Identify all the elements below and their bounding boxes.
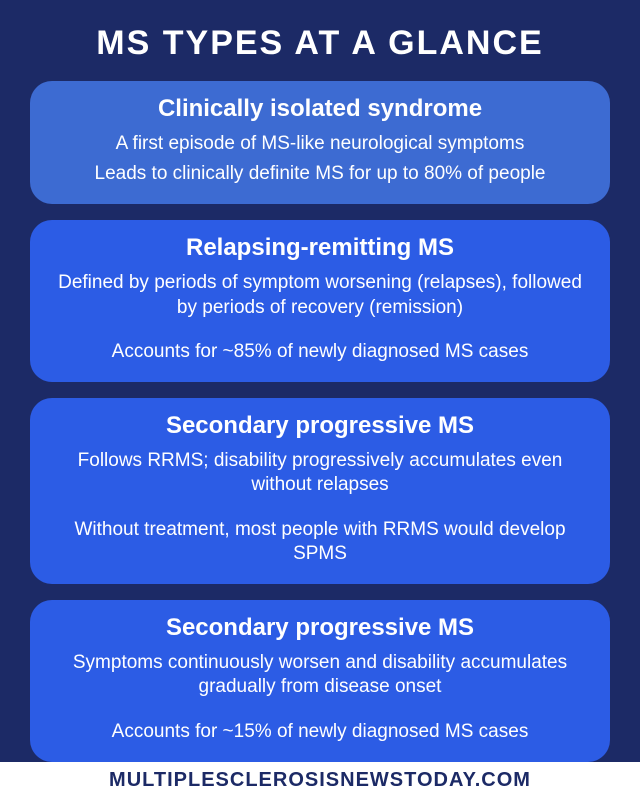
cards-container: Clinically isolated syndrome A first epi… — [0, 81, 640, 762]
card-heading: Secondary progressive MS — [165, 412, 475, 440]
card-paragraph: Leads to clinically definite MS for up t… — [94, 163, 546, 185]
card-paragraph: A first episode of MS-like neurological … — [115, 132, 525, 154]
card-paragraph: Accounts for ~15% of newly diagnosed MS … — [111, 720, 529, 742]
page-title: MS TYPES AT A GLANCE — [96, 24, 544, 62]
footer-bar: MULTIPLESCLEROSISNEWSTODAY.COM — [0, 761, 640, 800]
card-relapsing-remitting-ms: Relapsing-remitting MS Defined by period… — [30, 220, 610, 383]
card-heading: Relapsing-remitting MS — [185, 234, 455, 262]
card-secondary-progressive-ms: Secondary progressive MS Follows RRMS; d… — [30, 398, 610, 585]
card-paragraph: Accounts for ~85% of newly diagnosed MS … — [111, 340, 529, 362]
card-secondary-progressive-ms-2: Secondary progressive MS Symptoms contin… — [30, 600, 610, 762]
card-paragraph: Follows RRMS; disability progressively a… — [77, 449, 563, 496]
card-heading: Secondary progressive MS — [165, 614, 475, 642]
footer-website-text: MULTIPLESCLEROSISNEWSTODAY.COM — [109, 769, 531, 792]
card-paragraph: Without treatment, most people with RRMS… — [74, 518, 566, 564]
card-heading: Clinically isolated syndrome — [157, 95, 483, 122]
card-paragraph: Defined by periods of symptom worsening … — [58, 272, 582, 318]
card-paragraph: Symptoms continuously worsen and disabil… — [72, 652, 568, 698]
card-clinically-isolated-syndrome: Clinically isolated syndrome A first epi… — [30, 81, 610, 205]
